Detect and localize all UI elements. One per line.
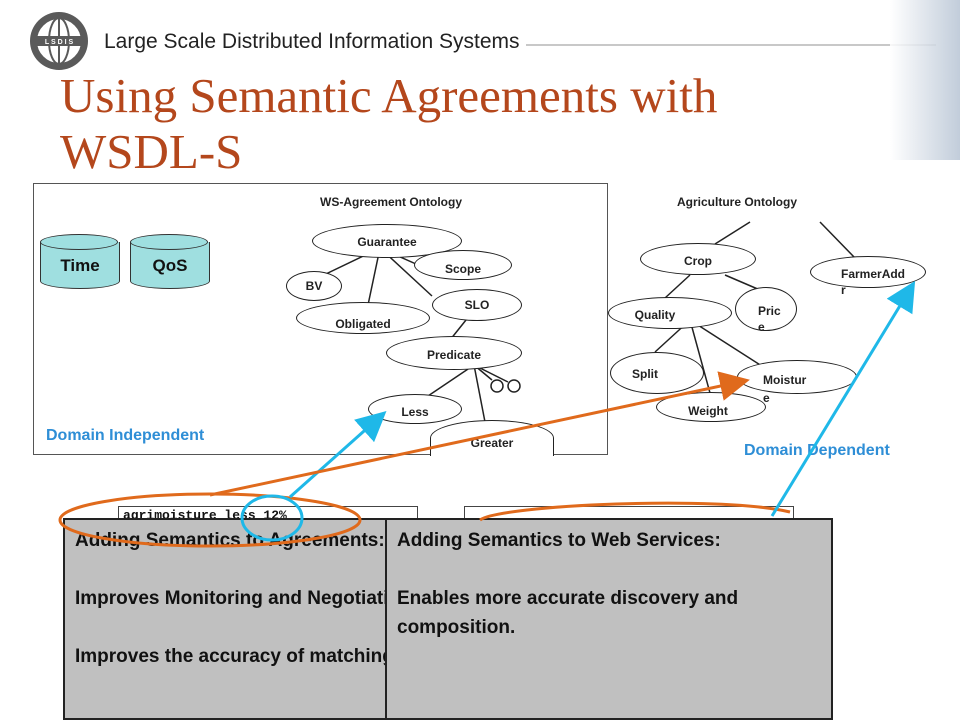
node-label: Greater: [470, 436, 514, 450]
node-obligated: Obligated: [296, 302, 430, 334]
header-band: [0, 0, 960, 80]
time-label: Time: [60, 256, 100, 275]
logo-text: L S D I S: [45, 39, 74, 46]
node-scope: Scope: [414, 250, 512, 280]
node-label: Crop: [684, 254, 712, 268]
node-quality: Quality: [608, 297, 732, 329]
node-label: SLO: [464, 298, 490, 312]
time-cylinder: Time: [40, 234, 120, 294]
node-split: Split: [610, 352, 704, 394]
node-label: Obligated: [335, 317, 391, 331]
node-bv: BV: [286, 271, 342, 301]
agreements-heading: Adding Semantics to Agreements:: [75, 530, 385, 551]
node-label: r: [841, 283, 846, 297]
brand-name: Large Scale Distributed Information Syst…: [104, 30, 520, 53]
web-services-benefit-1: Enables more accurate discovery and comp…: [397, 588, 739, 638]
node-price: Pric e: [735, 287, 797, 334]
cylinder-top: [40, 234, 118, 250]
node-label: e: [758, 320, 765, 334]
node-label: Less: [401, 405, 429, 419]
node-label: Predicate: [426, 348, 482, 362]
slide-title: Using Semantic Agreements with WSDL-S: [60, 68, 718, 179]
node-slo: SLO: [432, 289, 522, 321]
node-less: Less: [368, 394, 462, 424]
web-services-heading: Adding Semantics to Web Services:: [397, 530, 721, 551]
cylinder-top: [130, 234, 208, 250]
decorative-texture: [890, 0, 960, 160]
agreements-benefit-1: Improves Monitoring and Negotiation.: [75, 588, 387, 609]
qos-label: QoS: [152, 256, 188, 275]
globe-logo-icon: L S D I S: [30, 12, 88, 70]
agreements-callout: Adding Semantics to Agreements: Improves…: [63, 518, 387, 720]
header-divider: [526, 44, 936, 46]
node-label: Moistur: [763, 373, 807, 387]
node-label: Scope: [444, 262, 481, 276]
qos-cylinder: QoS: [130, 234, 210, 294]
agriculture-ontology-title: Agriculture Ontology: [677, 195, 797, 209]
domain-dependent-label: Domain Dependent: [744, 442, 890, 459]
web-services-callout: Adding Semantics to Web Services: Enable…: [385, 518, 833, 720]
domain-independent-label: Domain Independent: [46, 427, 205, 444]
node-label: BV: [305, 279, 323, 293]
node-moisture: Moistur e: [737, 360, 857, 405]
node-label: Weight: [688, 404, 728, 418]
node-label: FarmerAdd: [841, 267, 906, 281]
ws-agreement-ontology-title: WS-Agreement Ontology: [320, 195, 463, 209]
node-label: Pric: [758, 304, 781, 318]
agreements-benefit-2: Improves the accuracy of matching.: [75, 646, 387, 667]
node-label: Guarantee: [357, 235, 417, 249]
node-label: Quality: [634, 308, 676, 322]
node-predicate: Predicate: [386, 336, 522, 370]
node-crop: Crop: [640, 243, 756, 275]
node-guarantee: Guarantee: [312, 224, 462, 258]
node-label: Split: [632, 367, 658, 381]
node-label: e: [763, 391, 770, 405]
